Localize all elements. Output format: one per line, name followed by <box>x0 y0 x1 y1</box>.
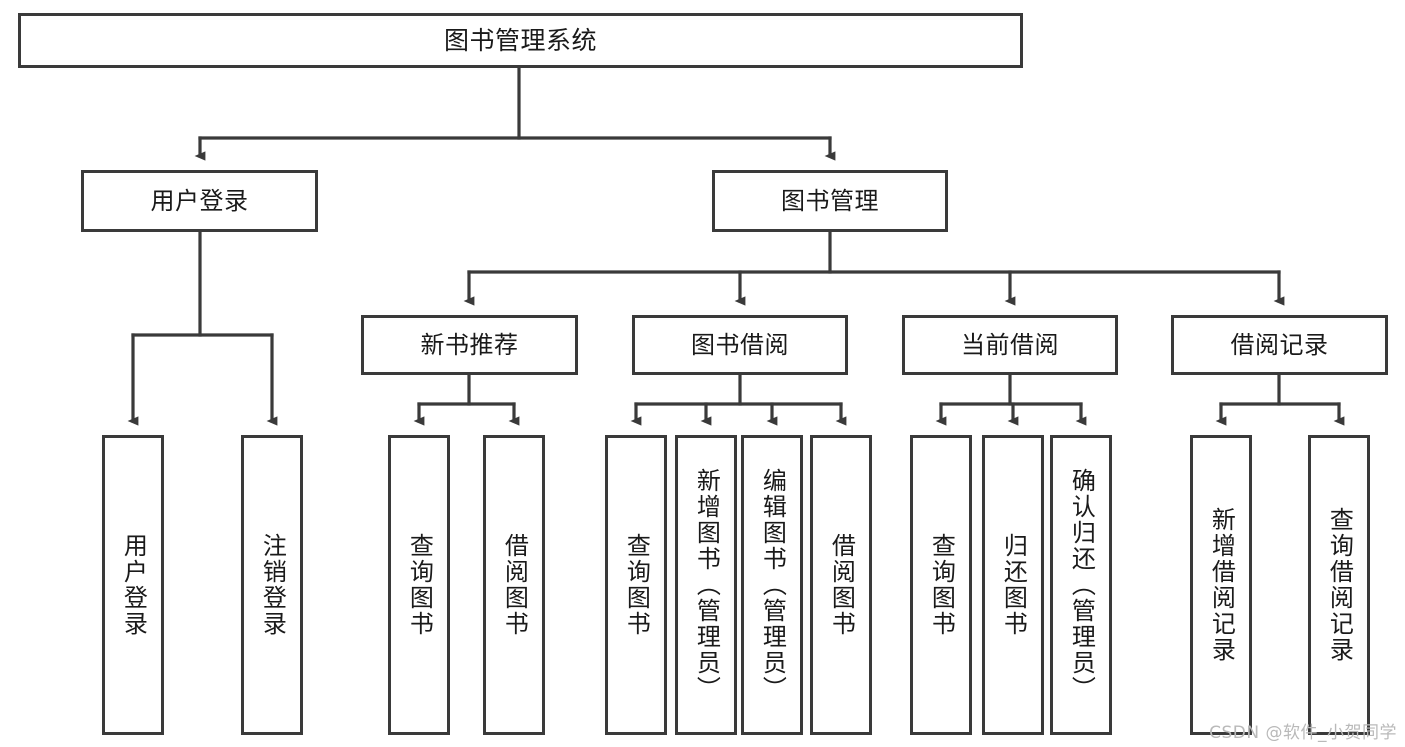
leaf-node-label: 新增图书（管理员） <box>692 468 721 702</box>
node-borrow-record[interactable]: 借阅记录 <box>1171 315 1388 375</box>
leaf-node-label: 借阅图书 <box>827 533 856 637</box>
leaf-node-label: 查询图书 <box>405 533 434 637</box>
node-new-book-recommend-label: 新书推荐 <box>420 330 519 359</box>
leaf-node-label: 注销登录 <box>258 533 287 637</box>
leaf-node[interactable]: 借阅图书 <box>483 435 545 735</box>
node-borrow-record-label: 借阅记录 <box>1230 330 1329 359</box>
leaf-node[interactable]: 借阅图书 <box>810 435 872 735</box>
leaf-node[interactable]: 查询图书 <box>605 435 667 735</box>
node-book-manage-label: 图书管理 <box>781 186 879 215</box>
leaf-node[interactable]: 用户登录 <box>102 435 164 735</box>
node-book-manage[interactable]: 图书管理 <box>712 170 948 232</box>
node-current-borrow[interactable]: 当前借阅 <box>902 315 1118 375</box>
leaf-node-label: 用户登录 <box>119 533 148 637</box>
leaf-node-label: 查询图书 <box>927 533 956 637</box>
leaf-node[interactable]: 新增借阅记录 <box>1190 435 1252 735</box>
node-root-label: 图书管理系统 <box>443 25 597 55</box>
node-user-login-label: 用户登录 <box>150 186 249 215</box>
leaf-node-label: 查询借阅记录 <box>1325 507 1354 663</box>
leaf-node-label: 借阅图书 <box>500 533 529 637</box>
leaf-node-label: 归还图书 <box>999 533 1028 637</box>
leaf-node[interactable]: 编辑图书（管理员） <box>741 435 803 735</box>
leaf-node[interactable]: 查询借阅记录 <box>1308 435 1370 735</box>
leaf-node[interactable]: 注销登录 <box>241 435 303 735</box>
leaf-node[interactable]: 确认归还（管理员） <box>1050 435 1112 735</box>
leaf-node[interactable]: 查询图书 <box>388 435 450 735</box>
leaf-node[interactable]: 归还图书 <box>982 435 1044 735</box>
leaf-node-label: 新增借阅记录 <box>1207 507 1236 663</box>
leaf-node[interactable]: 查询图书 <box>910 435 972 735</box>
node-current-borrow-label: 当前借阅 <box>961 330 1059 359</box>
node-book-borrow[interactable]: 图书借阅 <box>632 315 848 375</box>
node-root-system[interactable]: 图书管理系统 <box>18 13 1023 68</box>
leaf-node[interactable]: 新增图书（管理员） <box>675 435 737 735</box>
leaf-node-label: 编辑图书（管理员） <box>758 468 787 702</box>
node-book-borrow-label: 图书借阅 <box>691 330 789 359</box>
leaf-node-label: 确认归还（管理员） <box>1067 468 1096 702</box>
node-new-book-recommend[interactable]: 新书推荐 <box>361 315 578 375</box>
node-user-login[interactable]: 用户登录 <box>81 170 318 232</box>
leaf-node-label: 查询图书 <box>622 533 651 637</box>
